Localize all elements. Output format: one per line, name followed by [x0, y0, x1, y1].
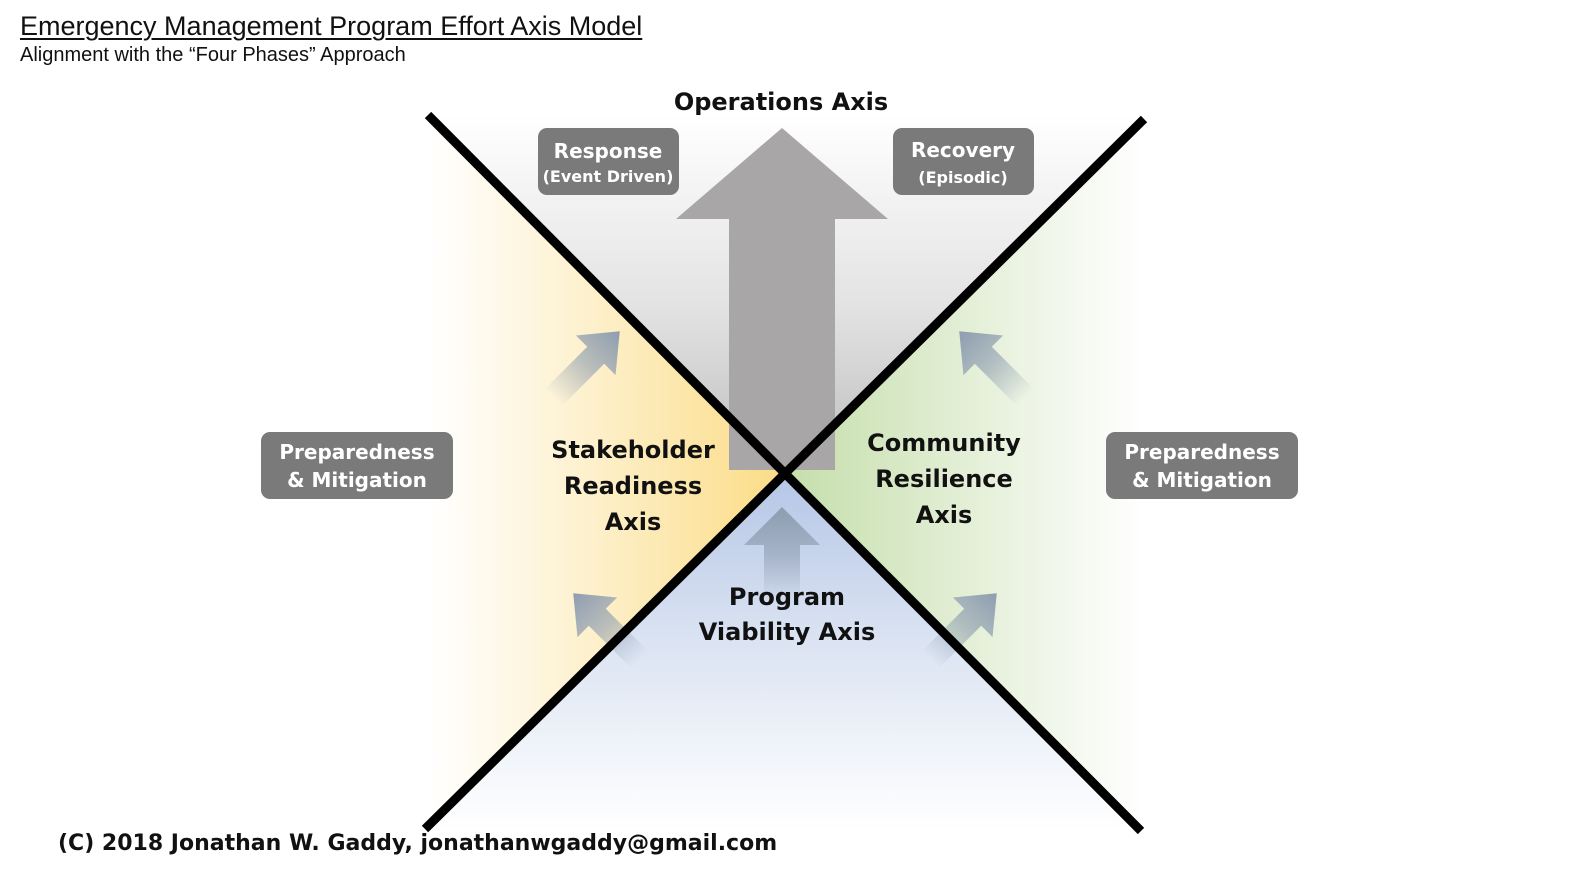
- community-label-line2: Resilience: [875, 465, 1013, 493]
- operations-axis-label: Operations Axis: [674, 88, 888, 116]
- response-box: Response (Event Driven): [538, 128, 679, 195]
- community-arrow-upper: [959, 331, 1035, 407]
- community-label-line1: Community: [867, 429, 1021, 457]
- copyright-footer: (C) 2018 Jonathan W. Gaddy, jonathanwgad…: [58, 831, 778, 856]
- stakeholder-label-line3: Axis: [605, 508, 662, 536]
- stakeholder-arrow-lower: [573, 593, 649, 669]
- preparedness-left-line1: Preparedness: [279, 440, 434, 464]
- preparedness-left-line2: & Mitigation: [287, 468, 427, 492]
- diagram-title: Emergency Management Program Effort Axis…: [20, 11, 643, 41]
- preparedness-right-line1: Preparedness: [1124, 440, 1279, 464]
- community-arrow-lower: [921, 593, 997, 669]
- preparedness-left-box: Preparedness & Mitigation: [261, 432, 453, 499]
- stakeholder-arrow-upper: [544, 331, 620, 407]
- stakeholder-axis-label: Stakeholder Readiness Axis: [551, 436, 715, 536]
- community-axis-label: Community Resilience Axis: [867, 429, 1021, 529]
- program-arrow: [744, 507, 820, 600]
- response-sublabel: (Event Driven): [543, 167, 674, 186]
- program-axis-label: Program Viability Axis: [699, 583, 875, 646]
- recovery-sublabel: (Episodic): [918, 168, 1007, 187]
- community-quadrant: [787, 115, 1143, 830]
- stakeholder-quadrant: [430, 115, 787, 830]
- operations-arrow: [676, 128, 888, 470]
- preparedness-right-line2: & Mitigation: [1132, 468, 1272, 492]
- program-label-line1: Program: [729, 583, 845, 611]
- community-label-line3: Axis: [916, 501, 973, 529]
- diagram-subtitle: Alignment with the “Four Phases” Approac…: [20, 44, 406, 66]
- program-label-line2: Viability Axis: [699, 618, 875, 646]
- stakeholder-label-line2: Readiness: [564, 472, 702, 500]
- x-line-ascending: [421, 115, 1148, 833]
- program-quadrant: [430, 470, 1143, 830]
- stakeholder-label-line1: Stakeholder: [551, 436, 715, 464]
- recovery-label: Recovery: [911, 138, 1015, 162]
- response-label: Response: [554, 139, 663, 163]
- recovery-box: Recovery (Episodic): [893, 128, 1034, 195]
- preparedness-right-box: Preparedness & Mitigation: [1106, 432, 1298, 499]
